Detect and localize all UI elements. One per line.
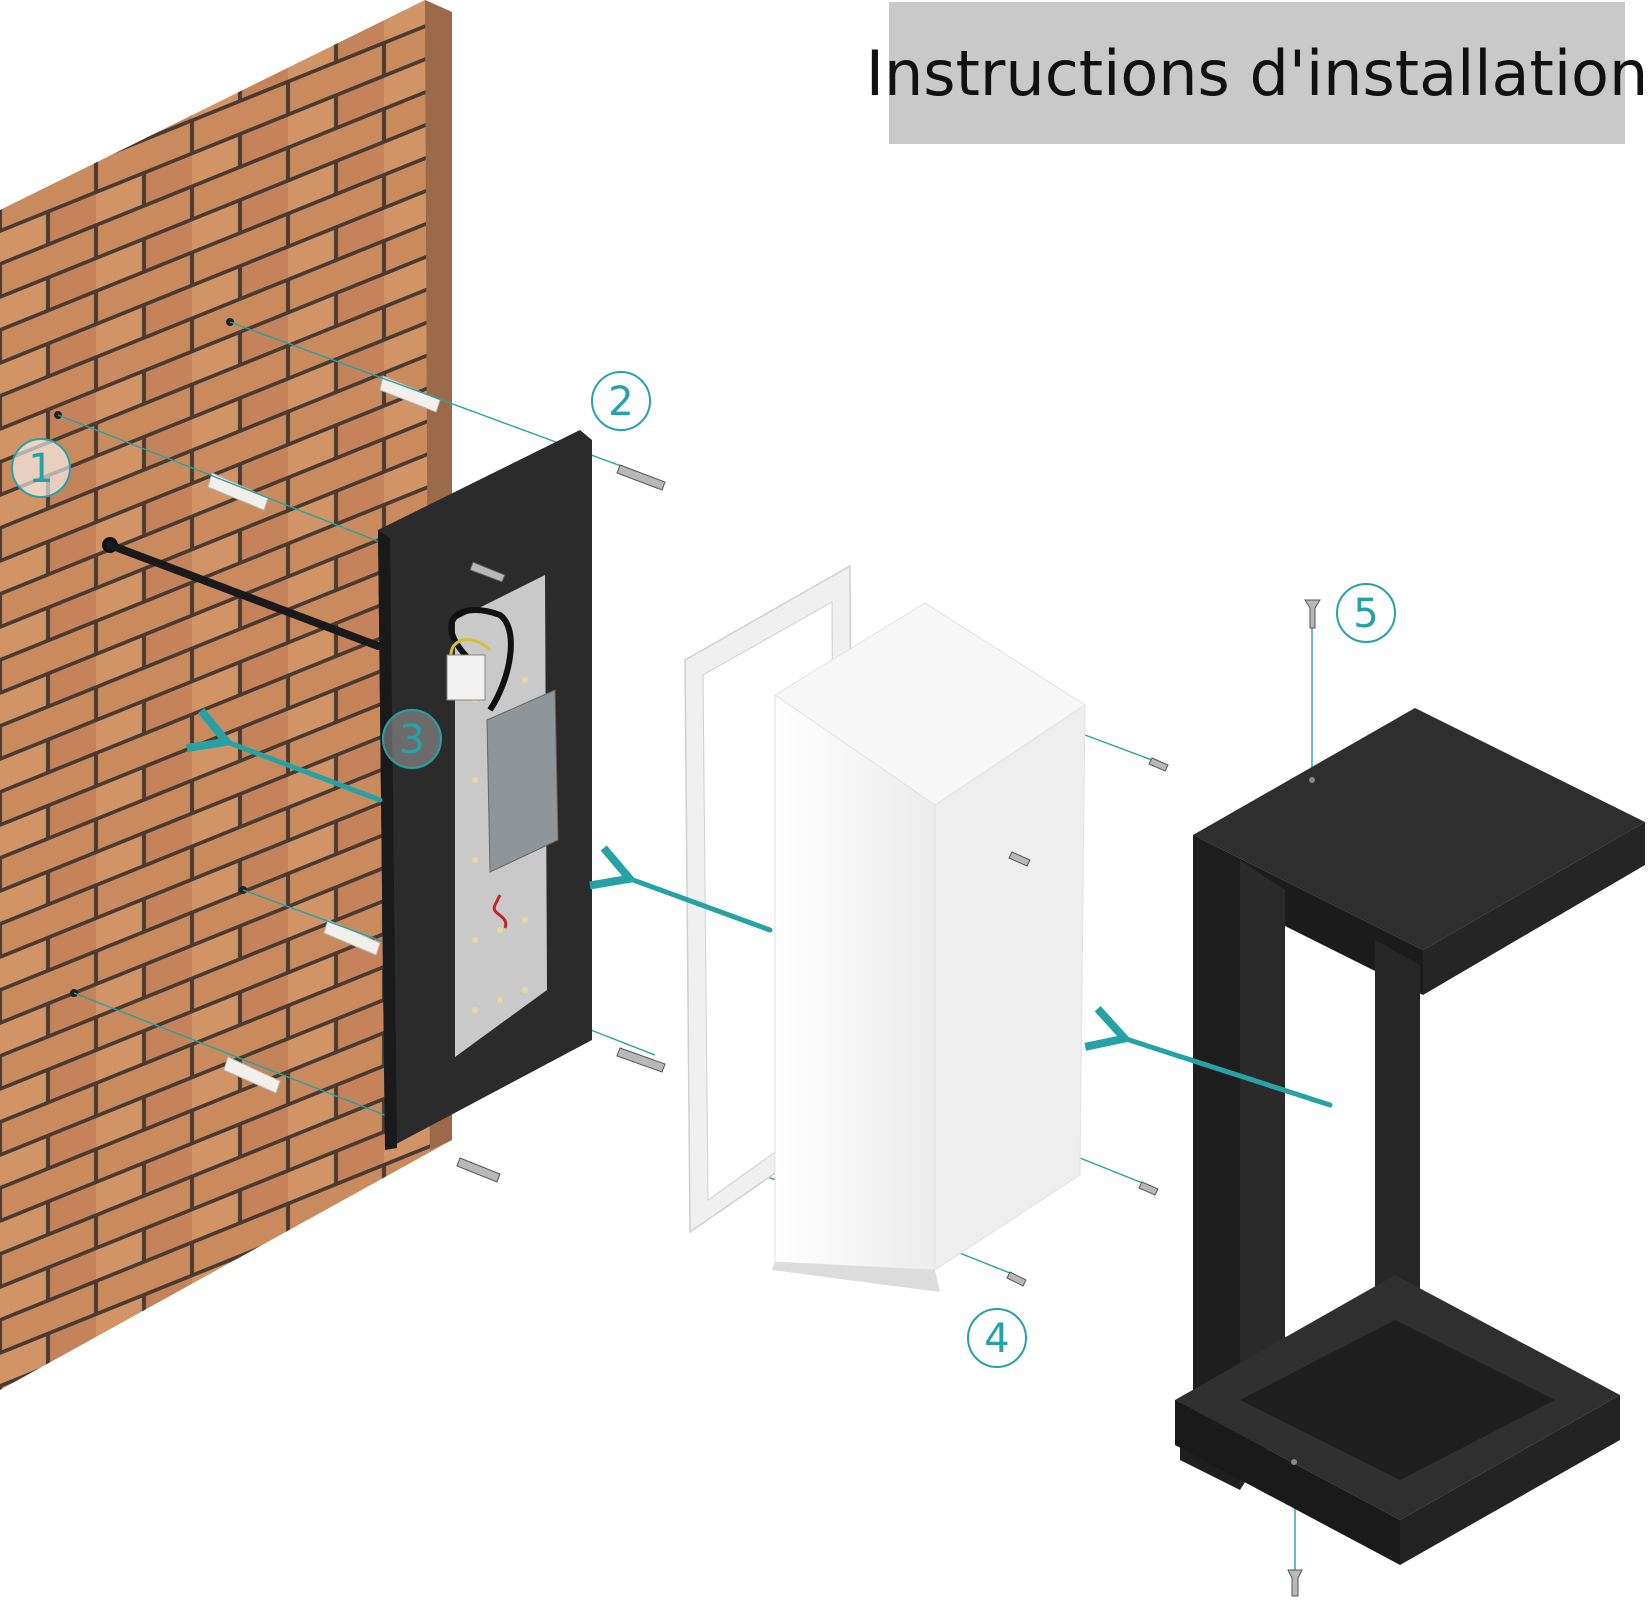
wall-plug (323, 919, 381, 956)
wall-plugs (207, 375, 441, 1094)
screw (456, 1157, 501, 1183)
direction-arrows (222, 740, 1333, 1108)
svg-text:3: 3 (399, 717, 424, 763)
svg-text:1: 1 (28, 446, 53, 492)
screw (616, 1047, 666, 1073)
opal-diffuser (772, 602, 1086, 1292)
lamp-housing (1175, 708, 1645, 1565)
terminal-block (446, 654, 486, 701)
wall-plug (207, 472, 269, 511)
svg-text:4: 4 (984, 1316, 1009, 1362)
screw (1287, 1569, 1303, 1597)
screw (1304, 599, 1321, 629)
svg-text:5: 5 (1353, 591, 1378, 637)
arrow (222, 740, 383, 803)
led-driver (486, 689, 559, 873)
svg-text:2: 2 (608, 379, 633, 425)
screw (1006, 1271, 1027, 1287)
page-title: Instructions d'installation (865, 36, 1649, 110)
arrow (625, 877, 773, 933)
screw (1008, 851, 1031, 867)
step-3-label: 3 (382, 709, 442, 769)
step-2-label: 2 (591, 371, 651, 431)
screw (469, 561, 506, 583)
screw (1138, 1181, 1159, 1196)
title-banner: Instructions d'installation (866, 2, 1648, 144)
arrow (1120, 1037, 1333, 1108)
power-cable (106, 541, 382, 650)
wiring (448, 607, 514, 712)
screw (616, 464, 666, 491)
screw (1148, 757, 1169, 772)
step-labels: 1 2 3 4 5 (11, 371, 1396, 1368)
screws-diffuser (1006, 757, 1169, 1287)
step-4-label: 4 (967, 1308, 1027, 1368)
screws-housing (1287, 599, 1321, 1597)
screws-plate (456, 464, 666, 1183)
wall-plug (223, 1056, 281, 1094)
mounting-plate (378, 430, 592, 1150)
step-1-label: 1 (11, 438, 71, 498)
step-5-label: 5 (1336, 583, 1396, 643)
